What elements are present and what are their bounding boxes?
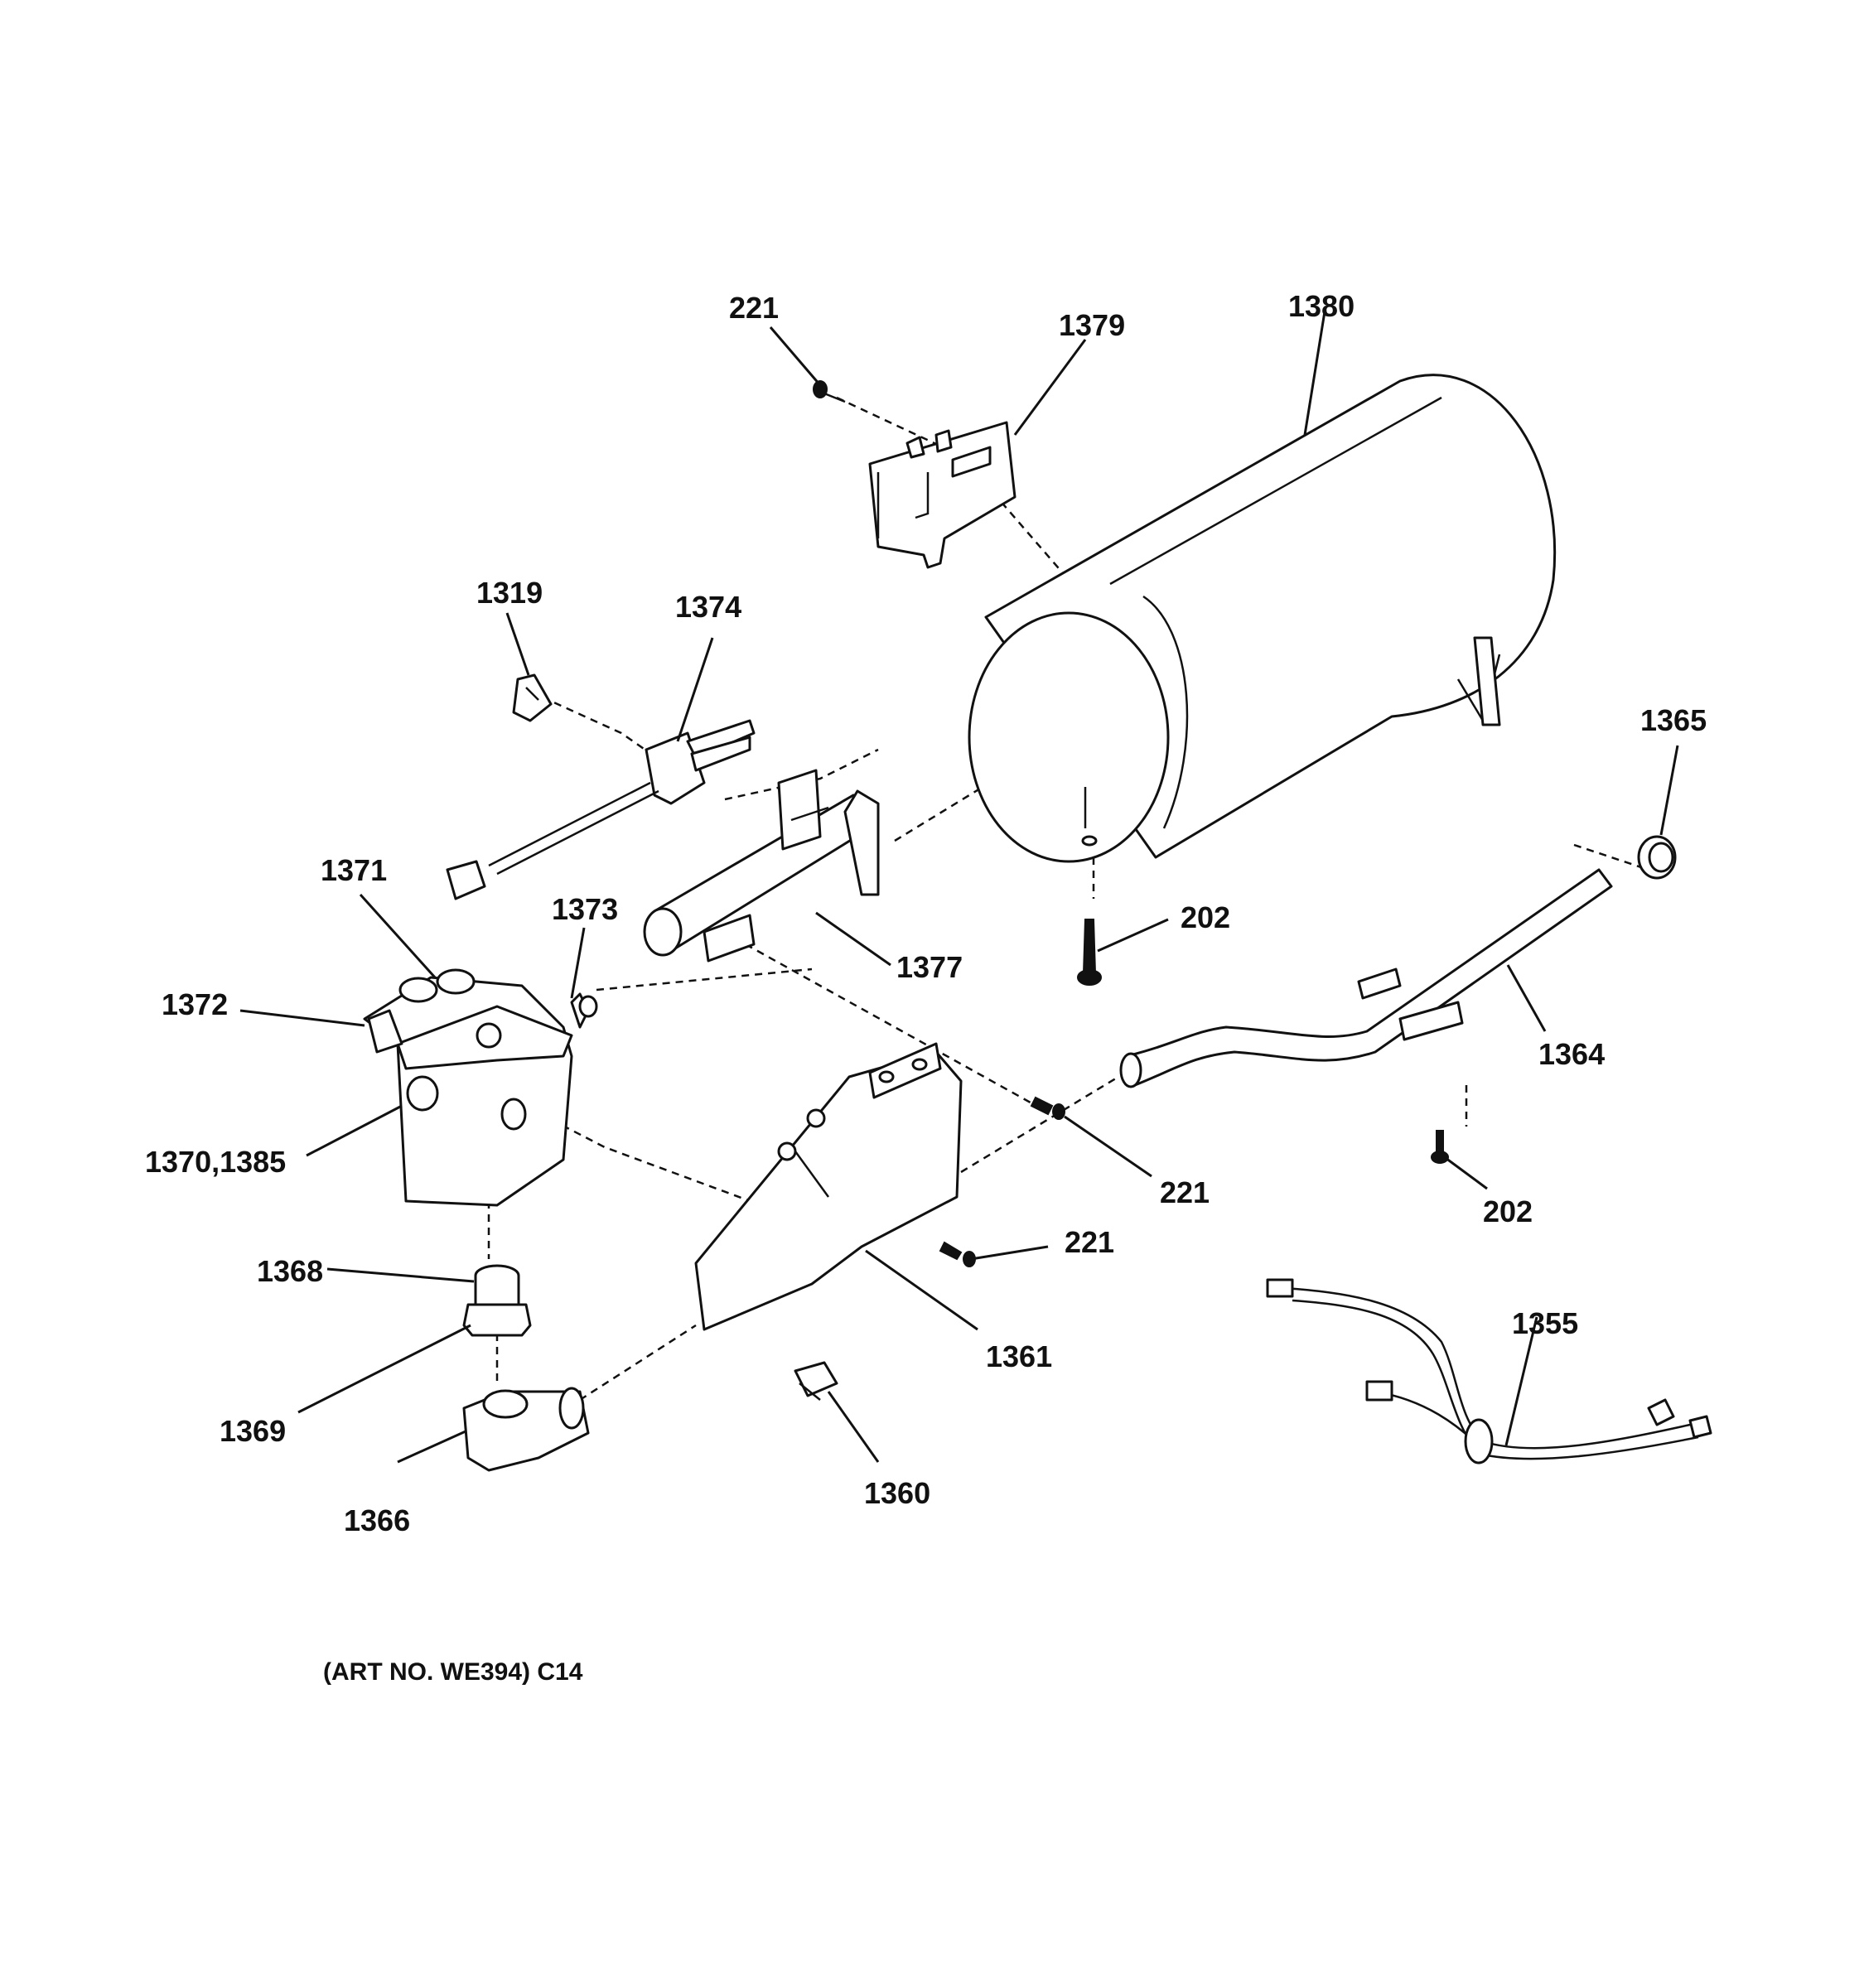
- label-1374: 1374: [675, 590, 741, 624]
- label-1371: 1371: [321, 853, 387, 887]
- label-1366: 1366: [344, 1503, 410, 1537]
- igniter-1374: [446, 719, 756, 900]
- leader-lines: [239, 306, 1679, 1464]
- label-1379: 1379: [1059, 308, 1125, 342]
- label-1364: 1364: [1538, 1037, 1605, 1071]
- screw-221-low: [939, 1241, 976, 1267]
- part-labels: 221 1379 1380 1319 1374 1365 1371 1373 2…: [145, 289, 1707, 1537]
- nut-1369: [462, 1303, 532, 1337]
- wire-harness-1355: [1266, 1278, 1712, 1464]
- label-1365: 1365: [1640, 703, 1707, 737]
- label-1373: 1373: [552, 892, 618, 926]
- clip-1319: [512, 673, 553, 722]
- label-202-low: 202: [1483, 1194, 1533, 1228]
- bracket-1361: [694, 1042, 963, 1331]
- label-1319: 1319: [476, 576, 543, 610]
- label-221-right: 221: [1160, 1175, 1210, 1209]
- label-1368: 1368: [257, 1254, 323, 1288]
- adapter-1368: [474, 1264, 520, 1306]
- label-221-top: 221: [729, 291, 779, 325]
- label-1372: 1372: [162, 987, 228, 1021]
- label-1370-1385: 1370,1385: [145, 1145, 286, 1179]
- nut-1365: [1637, 835, 1677, 880]
- label-1377: 1377: [896, 950, 963, 984]
- label-221-low: 221: [1065, 1225, 1114, 1259]
- screw-221-right: [1030, 1096, 1065, 1120]
- gas-tube-1364: [1119, 868, 1613, 1088]
- label-1380: 1380: [1288, 289, 1355, 323]
- label-1369: 1369: [220, 1414, 286, 1448]
- elbow-1366: [462, 1387, 590, 1472]
- label-202-mid: 202: [1181, 900, 1230, 934]
- screw-202-low: [1431, 1130, 1449, 1164]
- clip-1360: [794, 1361, 838, 1401]
- gas-valve-assembly: [363, 968, 598, 1207]
- burner-1377: [643, 769, 880, 963]
- screw-202-mid: [1077, 919, 1102, 986]
- label-1355: 1355: [1512, 1306, 1578, 1340]
- label-1361: 1361: [986, 1339, 1052, 1373]
- label-1360: 1360: [864, 1476, 930, 1510]
- sensor-1379: [868, 421, 1017, 569]
- drum-1380: [968, 374, 1557, 863]
- art-number-caption: (ART NO. WE394) C14: [323, 1658, 583, 1686]
- screw-221-top: [813, 380, 846, 403]
